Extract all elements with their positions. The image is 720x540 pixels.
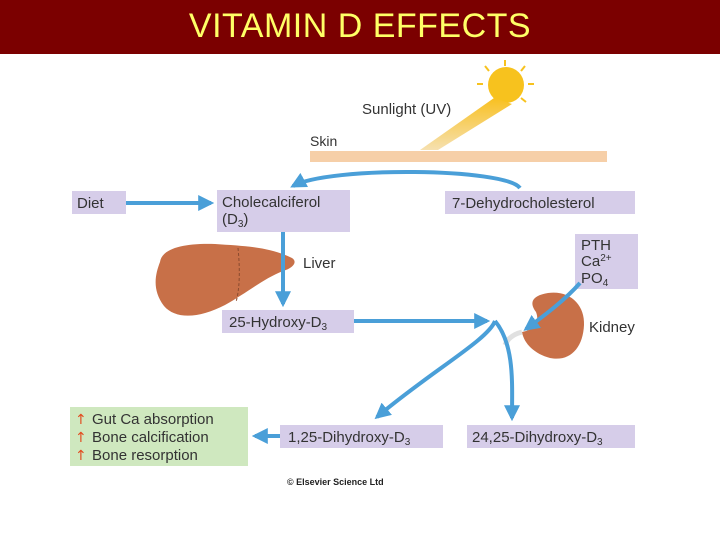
skin-label: Skin: [310, 133, 337, 149]
effect-bone-calcification: ↑ Bone calcification: [75, 429, 209, 446]
effect-bone-resorption: ↑ Bone resorption: [75, 447, 198, 464]
dihydroxy125-label: 1,25-Dihydroxy-D3: [288, 429, 411, 448]
hydroxy25-label: 25-Hydroxy-D3: [229, 314, 328, 333]
phosphate-label: PO4: [581, 270, 609, 289]
effect-label: Gut Ca absorption: [92, 411, 214, 428]
dehydrocholesterol-label: 7-Dehydrocholesterol: [452, 195, 595, 212]
arrow-kidney-to-dihydroxy125: [374, 320, 497, 420]
copyright-label: © Elsevier Science Ltd: [287, 477, 384, 487]
slide-title: VITAMIN D EFFECTS: [188, 7, 532, 45]
pth-label: PTH: [581, 237, 611, 254]
arrow-kidney-to-dihydroxy2425: [493, 319, 521, 422]
sunlight-label: Sunlight (UV): [362, 101, 451, 118]
diet-label: Diet: [77, 195, 105, 212]
title-bar: [0, 0, 720, 54]
dehydrocholesterol-box: [445, 191, 635, 214]
up-arrow-icon: ↑: [75, 448, 87, 464]
effect-gut-absorption: ↑ Gut Ca absorption: [75, 411, 214, 428]
arrow-skin-to-cholecalciferol: [290, 170, 522, 190]
up-arrow-icon: ↑: [75, 430, 87, 446]
up-arrow-icon: ↑: [75, 412, 87, 428]
sun-icon: [477, 60, 534, 103]
effect-label: Bone calcification: [92, 429, 209, 446]
diet-box: [72, 191, 126, 214]
kidney-label: Kidney: [589, 319, 635, 336]
hydroxy25-box: [222, 310, 354, 333]
kidney-illustration: [502, 292, 585, 359]
dihydroxy2425-box: [467, 425, 635, 448]
arrow-regulators-to-kidney: [523, 281, 582, 331]
sunlight-beam: [420, 98, 512, 150]
dihydroxy2425-label: 24,25-Dihydroxy-D3: [472, 429, 603, 448]
cholecalciferol-label: Cholecalciferol: [222, 194, 320, 211]
cholecalciferol-box: [217, 190, 350, 232]
dihydroxy125-box: [280, 425, 443, 448]
effects-box: [70, 407, 248, 466]
skin-strip: [310, 151, 607, 162]
liver-label: Liver: [303, 255, 336, 272]
effect-label: Bone resorption: [92, 447, 198, 464]
calcium-label: Ca2+: [581, 253, 612, 270]
cholecalciferol-d3-label: (D3): [222, 211, 248, 230]
liver-illustration: [155, 243, 295, 316]
pth-box: [575, 234, 638, 289]
